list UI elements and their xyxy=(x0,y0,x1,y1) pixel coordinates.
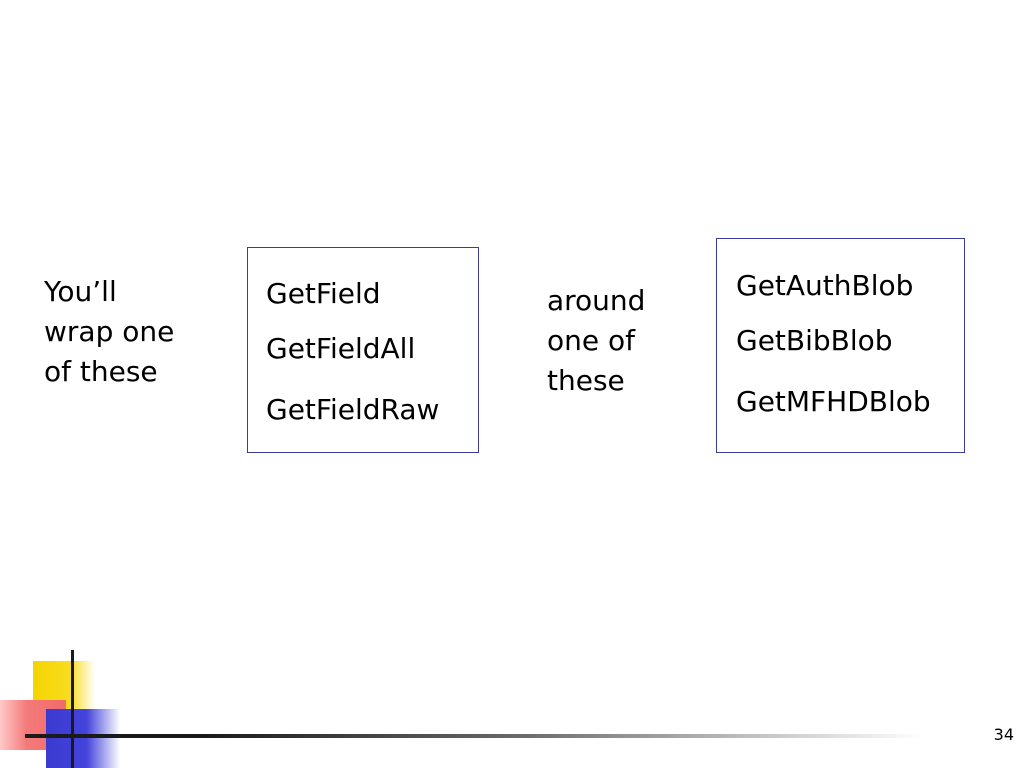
page-number: 34 xyxy=(993,725,1014,744)
decorative-vertical-line xyxy=(71,650,74,768)
list-item: GetBibBlob xyxy=(736,324,893,357)
blob-functions-box: GetAuthBlob GetBibBlob GetMFHDBlob xyxy=(716,238,965,453)
decorative-blue-square xyxy=(46,709,120,768)
middle-text: around one of these xyxy=(547,284,646,397)
list-item: GetField xyxy=(266,277,381,310)
field-functions-box: GetField GetFieldAll GetFieldRaw xyxy=(247,247,479,453)
list-item: GetFieldRaw xyxy=(266,393,440,426)
left-text: You’ll wrap one of these xyxy=(44,275,175,388)
list-item: GetMFHDBlob xyxy=(736,385,931,418)
decorative-horizontal-rule xyxy=(25,734,925,738)
list-item: GetFieldAll xyxy=(266,332,416,365)
list-item: GetAuthBlob xyxy=(736,269,914,302)
